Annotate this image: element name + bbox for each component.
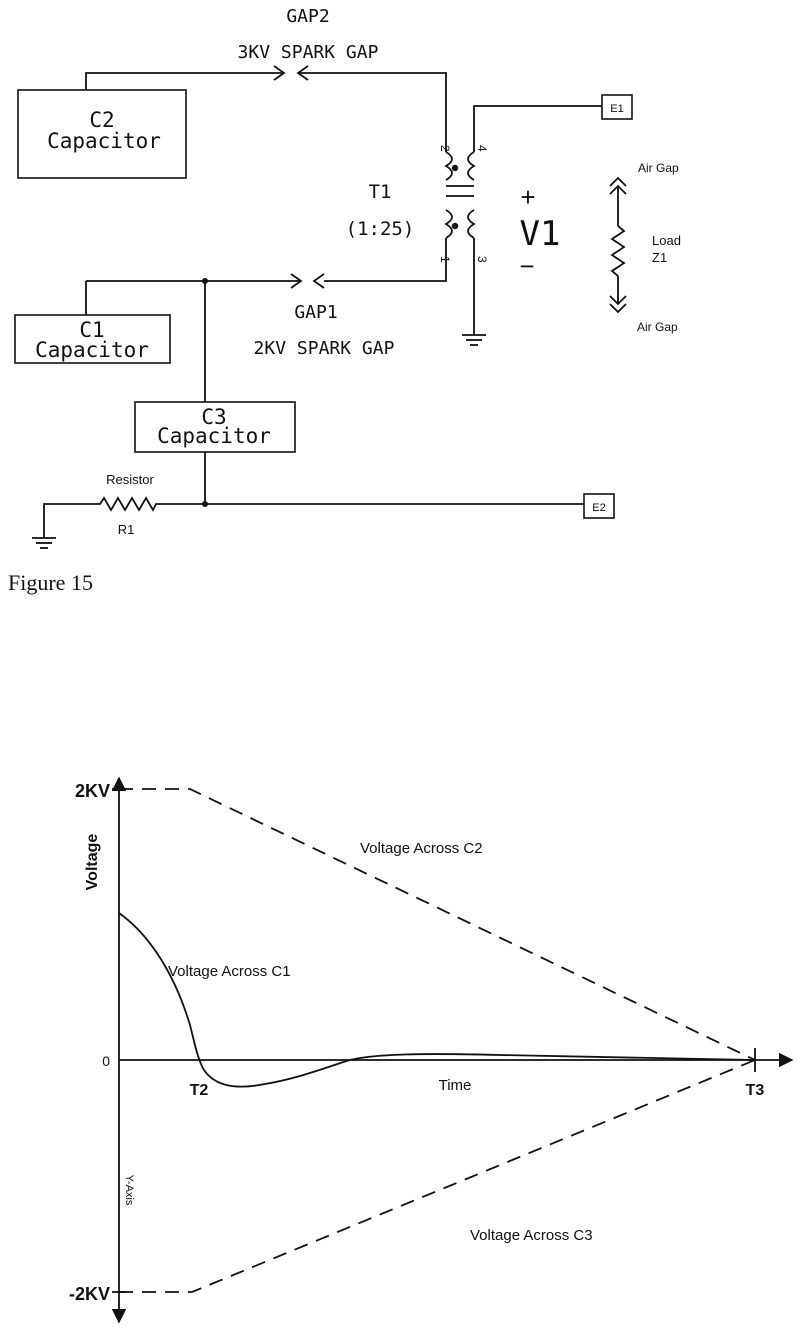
transformer-ground xyxy=(462,238,486,346)
circuit-schematic: C2 Capacitor GAP2 3KV SPARK GAP T1 (1:25… xyxy=(8,6,681,595)
gap2-rating: 3KV SPARK GAP xyxy=(238,42,379,63)
c3-capacitor: C3 Capacitor xyxy=(134,281,296,507)
gap1-name: GAP1 xyxy=(294,302,337,323)
voltage-time-graph: 2KV 0 -2KV T2 T3 Voltage Y-Axis Time Vol… xyxy=(69,776,794,1324)
load-label: Load xyxy=(652,233,681,248)
t1-ratio: (1:25) xyxy=(346,218,415,240)
gap2-spark-gap: GAP2 3KV SPARK GAP xyxy=(85,6,447,152)
y-tick-label-zero: 0 xyxy=(102,1053,110,1069)
series-c3-line xyxy=(119,1059,756,1293)
load-name: Z1 xyxy=(652,250,667,265)
c3-type: Capacitor xyxy=(157,424,271,448)
series-c2-line xyxy=(119,788,756,1061)
t1-pin-3: 3 xyxy=(475,256,489,263)
c1-name: C1 xyxy=(79,318,104,342)
air-gap-bottom-label: Air Gap xyxy=(637,320,678,334)
gap1-rating: 2KV SPARK GAP xyxy=(254,338,395,359)
series-c1-line xyxy=(118,912,756,1088)
transformer-t1: T1 (1:25) 2 4 1 3 xyxy=(346,145,489,263)
v1-minus: − xyxy=(519,251,534,281)
t1-pin-2: 2 xyxy=(438,145,452,152)
e1-label: E1 xyxy=(610,103,623,115)
x-axis-title: Time xyxy=(439,1077,472,1094)
c3-name: C3 xyxy=(201,405,226,429)
y-tick-label-top: 2KV xyxy=(75,781,110,801)
series-c3-label: Voltage Across C3 xyxy=(470,1227,593,1244)
gap2-name: GAP2 xyxy=(286,6,329,27)
series-c2-label: Voltage Across C2 xyxy=(360,840,483,857)
series-c1-label: Voltage Across C1 xyxy=(168,963,291,980)
c1-type: Capacitor xyxy=(35,338,149,362)
e2-label: E2 xyxy=(592,502,605,514)
air-gap-top-label: Air Gap xyxy=(638,161,679,175)
t1-name: T1 xyxy=(369,181,392,203)
e1-terminal: E1 xyxy=(473,94,633,152)
c1-capacitor: C1 Capacitor xyxy=(14,281,171,364)
c2-type: Capacitor xyxy=(47,129,161,153)
x-tick-label-t3: T3 xyxy=(746,1082,765,1099)
c2-name: C2 xyxy=(89,108,114,132)
r1-label: Resistor xyxy=(106,472,154,487)
gap1-spark-gap: GAP1 2KV SPARK GAP xyxy=(86,238,447,359)
load-z1: Air Gap Load Z1 Air Gap xyxy=(609,161,681,334)
v1-plus: + xyxy=(520,182,535,212)
y-axis-title: Voltage xyxy=(84,834,101,891)
t1-pin-4: 4 xyxy=(475,145,489,152)
r1-name: R1 xyxy=(118,522,135,537)
x-tick-label-t2: T2 xyxy=(190,1082,209,1099)
t1-pin-1: 1 xyxy=(438,256,452,263)
e2-terminal: E2 xyxy=(205,493,615,519)
resistor-r1: Resistor R1 xyxy=(32,472,205,549)
v1-name: V1 xyxy=(520,214,561,254)
y-tick-label-bottom: -2KV xyxy=(69,1284,110,1304)
figure-caption: Figure 15 xyxy=(8,570,93,595)
c2-capacitor: C2 Capacitor xyxy=(17,89,187,179)
y-axis-name: Y-Axis xyxy=(123,1175,135,1206)
v1-voltage: + V1 − xyxy=(519,182,560,281)
